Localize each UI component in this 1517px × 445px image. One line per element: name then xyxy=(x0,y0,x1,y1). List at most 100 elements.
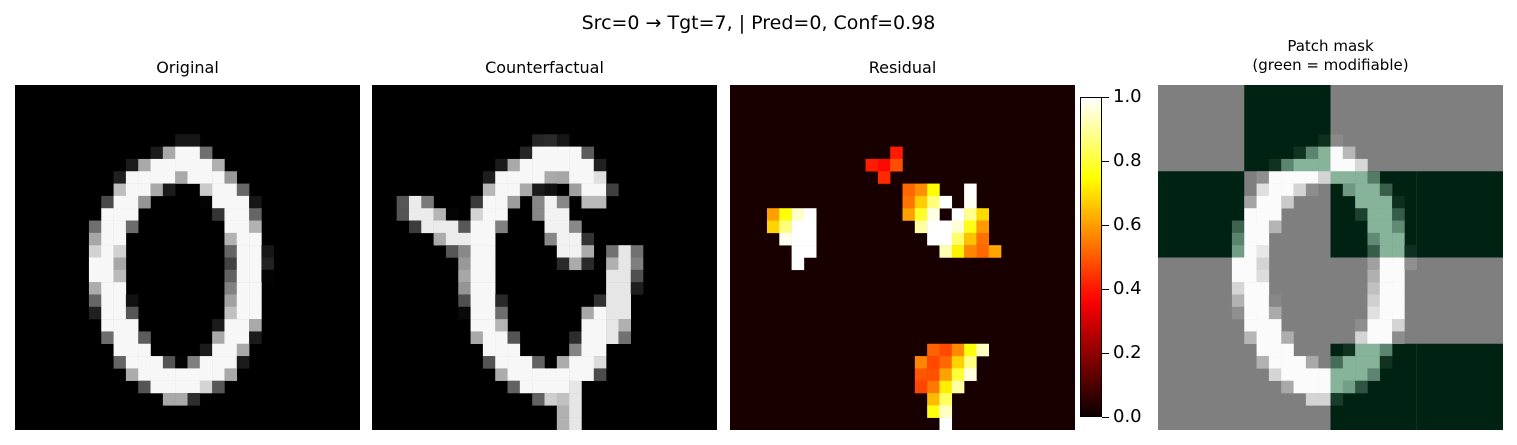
mask-digit-pixel xyxy=(1392,245,1405,258)
original-pixel xyxy=(101,294,114,308)
residual-pixel xyxy=(939,405,953,418)
counterfactual-pixel xyxy=(606,331,619,344)
counterfactual-pixel xyxy=(618,331,631,344)
original-pixel xyxy=(88,306,102,320)
counterfactual-pixel xyxy=(495,195,508,209)
counterfactual-pixel xyxy=(482,282,496,295)
original-pixel xyxy=(236,269,250,283)
mask-digit-pixel xyxy=(1367,343,1381,357)
residual-pixel xyxy=(914,220,928,234)
mask-digit-pixel xyxy=(1256,269,1270,283)
original-pixel xyxy=(249,232,262,246)
counterfactual-pixel xyxy=(458,220,471,234)
original-pixel xyxy=(125,220,139,234)
mask-digit-pixel xyxy=(1305,393,1319,406)
mask-digit-pixel xyxy=(1281,380,1294,394)
mask-digit-pixel xyxy=(1367,319,1381,332)
original-pixel xyxy=(249,331,262,344)
original-pixel xyxy=(101,331,114,344)
mask-digit-pixel xyxy=(1355,158,1368,172)
counterfactual-pixel xyxy=(507,171,521,184)
counterfactual-pixel xyxy=(544,171,558,184)
original-pixel xyxy=(212,183,225,197)
original-pixel xyxy=(101,282,114,295)
mask-digit-pixel xyxy=(1281,368,1294,381)
original-pixel xyxy=(113,257,127,271)
mask-digit-pixel xyxy=(1367,220,1381,234)
residual-pixel xyxy=(766,208,780,221)
original-pixel xyxy=(187,393,201,406)
counterfactual-pixel xyxy=(618,245,631,258)
original-pixel xyxy=(88,232,102,246)
counterfactual-pixel xyxy=(556,158,570,172)
mask-digit-pixel xyxy=(1231,306,1245,320)
counterfactual-pixel xyxy=(569,331,582,344)
residual-pixel xyxy=(803,208,817,221)
counterfactual-pixel xyxy=(569,171,582,184)
counterfactual-pixel xyxy=(556,245,570,258)
colorbar-tick xyxy=(1102,289,1109,290)
mask-digit-pixel xyxy=(1355,343,1368,357)
counterfactual-pixel xyxy=(495,220,508,234)
residual-pixel xyxy=(927,356,940,369)
mask-digit-pixel xyxy=(1268,195,1282,209)
original-pixel xyxy=(212,331,225,344)
counterfactual-pixel xyxy=(606,183,619,197)
colorbar-tick-label: 0.0 xyxy=(1113,406,1142,427)
original-pixel xyxy=(212,356,225,369)
counterfactual-pixel xyxy=(519,158,533,172)
residual-pixel xyxy=(766,220,780,234)
residual-pixel xyxy=(877,171,891,184)
original-pixel xyxy=(199,171,213,184)
counterfactual-pixel xyxy=(593,171,607,184)
mask-digit-pixel xyxy=(1342,343,1356,357)
residual-pixel xyxy=(939,356,953,369)
original-pixel xyxy=(125,195,139,209)
residual-pixel xyxy=(976,208,989,221)
counterfactual-pixel xyxy=(482,171,496,184)
mask-digit-pixel xyxy=(1404,245,1417,258)
original-pixel xyxy=(150,158,164,172)
counterfactual-pixel xyxy=(581,232,595,246)
counterfactual-pixel xyxy=(630,257,644,271)
mask-digit-pixel xyxy=(1244,220,1257,234)
original-pixel xyxy=(175,393,188,406)
counterfactual-pixel xyxy=(544,158,558,172)
counterfactual-pixel xyxy=(569,343,582,357)
residual-pixel xyxy=(939,245,953,258)
original-pixel xyxy=(162,356,176,369)
mask-digit-pixel xyxy=(1392,232,1405,246)
mask-digit-pixel xyxy=(1281,343,1294,357)
original-pixel xyxy=(199,146,213,160)
counterfactual-pixel xyxy=(593,319,607,332)
mask-digit-pixel xyxy=(1342,183,1356,197)
residual-pixel xyxy=(976,245,989,258)
original-pixel xyxy=(236,306,250,320)
counterfactual-pixel xyxy=(593,158,607,172)
original-pixel xyxy=(224,183,238,197)
mask-digit-pixel xyxy=(1305,356,1319,369)
original-pixel xyxy=(212,158,225,172)
mask-digit-pixel xyxy=(1281,183,1294,197)
mask-digit-pixel xyxy=(1379,195,1393,209)
counterfactual-pixel xyxy=(495,208,508,221)
counterfactual-pixel xyxy=(593,368,607,381)
original-pixel xyxy=(224,171,238,184)
original-pixel xyxy=(249,282,262,295)
counterfactual-pixel xyxy=(556,171,570,184)
counterfactual-pixel xyxy=(532,368,545,381)
residual-pixel xyxy=(914,380,928,394)
residual-pixel xyxy=(939,195,953,209)
residual-pixel xyxy=(927,343,940,357)
original-pixel xyxy=(236,343,250,357)
counterfactual-pixel xyxy=(396,195,410,209)
residual-pixel xyxy=(951,245,965,258)
residual-pixel xyxy=(803,232,817,246)
mask-digit-pixel xyxy=(1367,306,1381,320)
original-pixel xyxy=(113,319,127,332)
mask-digit-pixel xyxy=(1392,195,1405,209)
original-pixel xyxy=(236,294,250,308)
mask-digit-pixel xyxy=(1392,331,1405,344)
original-pixel xyxy=(125,343,139,357)
mask-digit-pixel xyxy=(1355,331,1368,344)
